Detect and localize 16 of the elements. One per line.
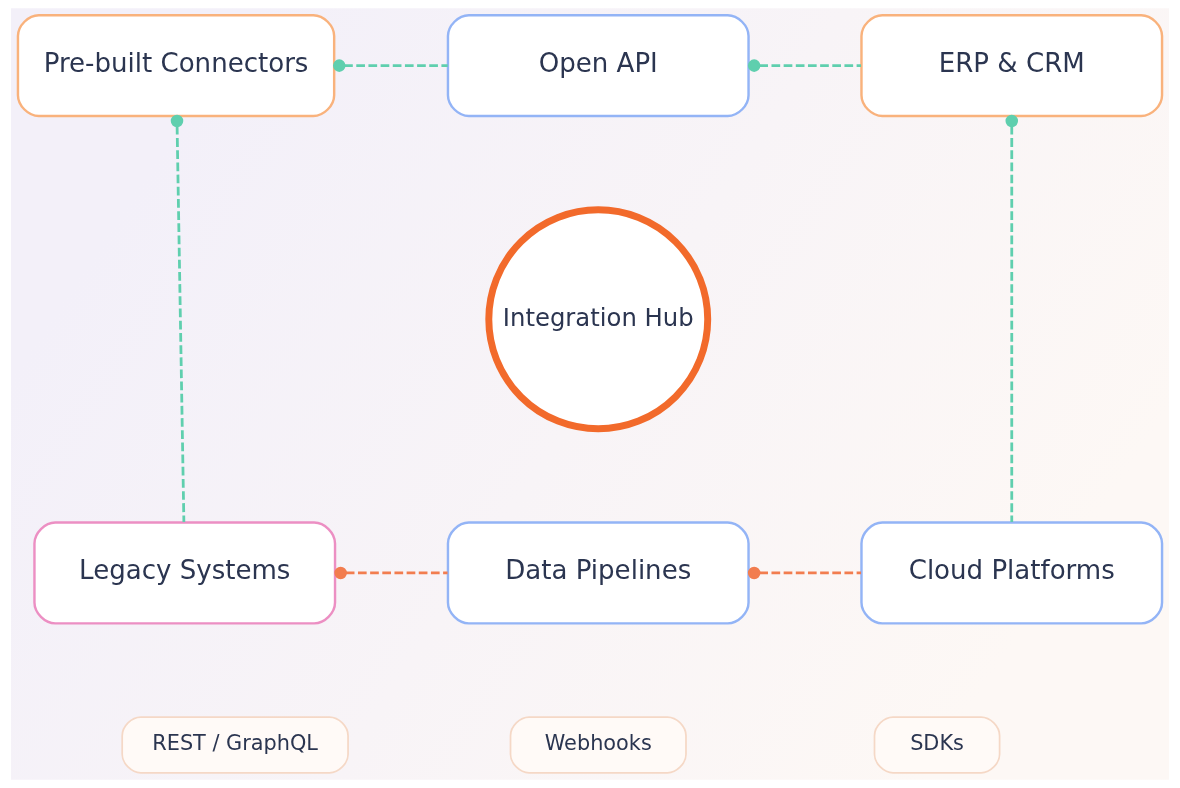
- node-box: Data Pipelines: [446, 521, 750, 625]
- node-box: Pre-built Connectors: [16, 14, 336, 118]
- connector: [334, 566, 448, 580]
- node-box: REST / GraphQL: [121, 716, 349, 774]
- node-box: ERP & CRM: [860, 14, 1164, 118]
- connector: [170, 114, 186, 522]
- connector: [1005, 114, 1018, 522]
- connector: [747, 566, 862, 580]
- connector: [333, 59, 448, 72]
- node-circle: Integration Hub: [485, 206, 712, 433]
- node-box: Open API: [446, 14, 750, 118]
- node-box: Webhooks: [509, 716, 687, 774]
- node-box: Cloud Platforms: [860, 521, 1164, 625]
- node-box: Legacy Systems: [33, 521, 337, 625]
- connector: [747, 59, 862, 72]
- node-box: SDKs: [873, 716, 1001, 774]
